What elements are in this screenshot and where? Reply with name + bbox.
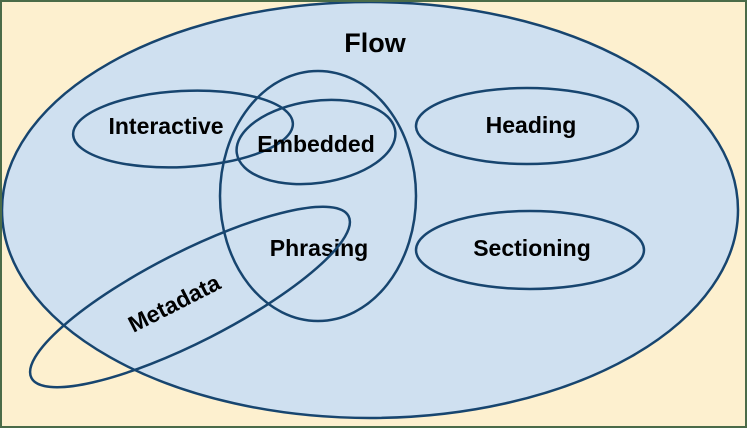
set-group-flow[interactable]: Flow	[0, 0, 740, 420]
metadata-ellipse[interactable]	[11, 176, 369, 418]
flow-ellipse[interactable]	[0, 0, 740, 420]
embedded-ellipse[interactable]	[231, 90, 401, 193]
set-group-sectioning[interactable]: Sectioning	[414, 209, 646, 291]
set-group-embedded[interactable]: Embedded	[231, 90, 401, 193]
interactive-ellipse[interactable]	[71, 85, 295, 172]
set-group-interactive[interactable]: Interactive	[71, 85, 295, 172]
set-group-heading[interactable]: Heading	[414, 86, 640, 166]
sectioning-label: Sectioning	[473, 235, 591, 261]
heading-label: Heading	[486, 112, 577, 138]
flow-label: Flow	[344, 28, 406, 58]
interactive-label: Interactive	[108, 113, 223, 139]
phrasing-label: Phrasing	[270, 235, 368, 261]
set-group-phrasing[interactable]: Phrasing	[218, 69, 418, 323]
phrasing-ellipse[interactable]	[218, 69, 418, 323]
embedded-label: Embedded	[257, 131, 375, 157]
heading-ellipse[interactable]	[414, 86, 640, 166]
sectioning-ellipse[interactable]	[414, 209, 646, 291]
